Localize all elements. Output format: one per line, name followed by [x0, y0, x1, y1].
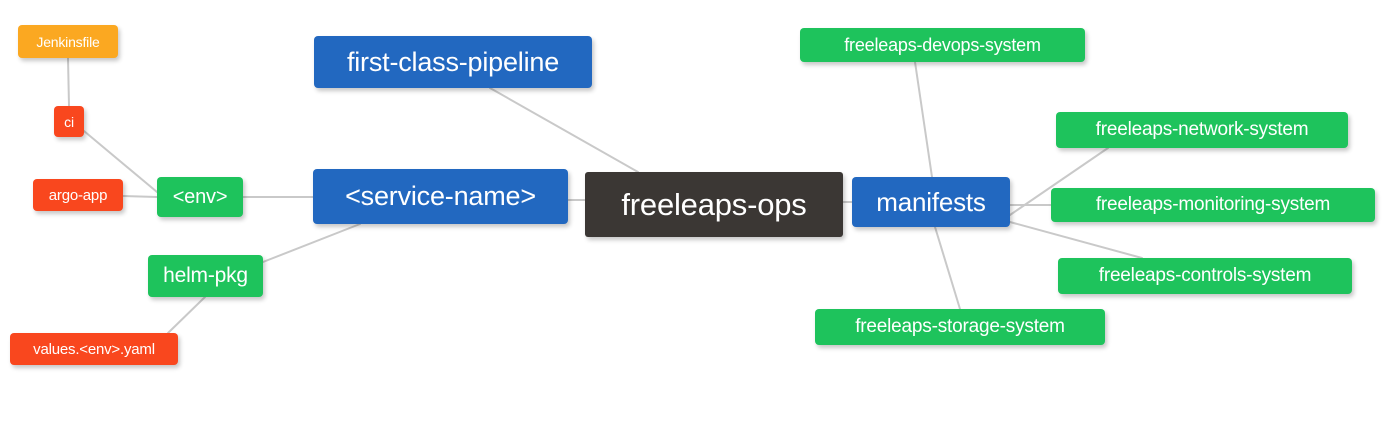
edge-ci-to-env: [83, 130, 158, 193]
node-freeleaps-monitoring-system[interactable]: freeleaps-monitoring-system: [1051, 188, 1375, 222]
edge-values-yaml-to-helm-pkg: [167, 296, 206, 334]
node-freeleaps-ops[interactable]: freeleaps-ops: [585, 172, 843, 237]
node-service-name[interactable]: <service-name>: [313, 169, 568, 224]
node-first-class-pipeline[interactable]: first-class-pipeline: [314, 36, 592, 88]
node-freeleaps-storage-system[interactable]: freeleaps-storage-system: [815, 309, 1105, 345]
node-argo-app[interactable]: argo-app: [33, 179, 123, 211]
edge-freeleaps-devops-system-to-manifests: [914, 61, 933, 178]
edge-jenkinsfile-to-ci: [67, 57, 70, 107]
edge-argo-app-to-env: [122, 195, 158, 198]
edge-manifests-to-freeleaps-network-system: [1009, 147, 1109, 216]
edge-manifests-to-freeleaps-storage-system: [934, 226, 961, 310]
node-values-yaml[interactable]: values.<env>.yaml: [10, 333, 178, 365]
node-freeleaps-controls-system[interactable]: freeleaps-controls-system: [1058, 258, 1352, 294]
node-freeleaps-network-system[interactable]: freeleaps-network-system: [1056, 112, 1348, 148]
edge-manifests-to-freeleaps-controls-system: [1009, 221, 1143, 259]
node-ci[interactable]: ci: [54, 106, 84, 137]
node-env[interactable]: <env>: [157, 177, 243, 217]
node-freeleaps-devops-system[interactable]: freeleaps-devops-system: [800, 28, 1085, 62]
edge-first-class-pipeline-to-freeleaps-ops: [489, 87, 639, 173]
node-manifests[interactable]: manifests: [852, 177, 1010, 227]
node-helm-pkg[interactable]: helm-pkg: [148, 255, 263, 297]
edge-helm-pkg-to-service-name: [262, 223, 361, 263]
node-jenkinsfile[interactable]: Jenkinsfile: [18, 25, 118, 58]
